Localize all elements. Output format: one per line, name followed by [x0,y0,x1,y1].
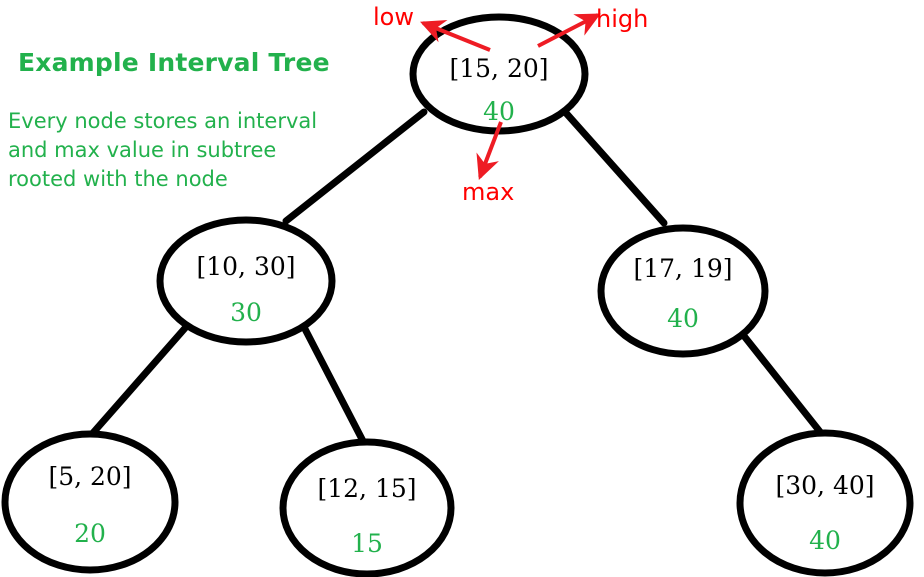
caption-line-1: Every node stores an interval [8,109,318,133]
low-label: low [373,3,414,31]
max-arrow [476,121,503,180]
node-left-left-ellipse [1,430,179,574]
node-left-left[interactable]: [5, 20] 20 [1,430,179,574]
diagram-caption: Every node stores an interval and max va… [8,107,353,194]
annotation-low: low [373,3,491,52]
diagram-title: Example Interval Tree [18,48,330,77]
node-left-right-max: 15 [351,529,383,558]
node-left-right-ellipse [279,438,455,577]
node-right-right-ellipse [736,429,914,577]
node-left-right-interval: [12, 15] [317,474,416,503]
high-label: high [596,5,648,33]
edge-root-to-right [562,109,668,227]
node-left-right[interactable]: [12, 15] 15 [279,438,455,577]
node-right[interactable]: [17, 19] 40 [597,224,769,358]
tree-edges [88,108,825,447]
node-root-interval: [15, 20] [449,54,548,83]
node-right-right-max: 40 [809,526,841,555]
caption-line-2: and max value in subtree [8,138,277,162]
edge-left-to-left-right [301,325,368,447]
node-right-right-interval: [30, 40] [775,471,874,500]
annotation-max: max [462,121,514,206]
node-right-right[interactable]: [30, 40] 40 [736,429,914,577]
low-arrow [420,19,491,52]
caption-line-3: rooted with the node [8,167,228,191]
edge-right-to-right-right [740,332,825,437]
node-left-left-max: 20 [74,519,106,548]
edge-left-to-left-left [88,323,190,438]
high-arrow [537,13,601,48]
node-left[interactable]: [10, 30] 30 [156,216,336,346]
node-left-interval: [10, 30] [196,252,295,281]
node-left-left-interval: [5, 20] [48,462,131,491]
edge-root-to-left [282,108,428,225]
node-right-max: 40 [667,304,699,333]
node-left-max: 30 [230,298,262,327]
node-right-interval: [17, 19] [633,254,732,283]
max-label: max [462,178,514,206]
node-left-ellipse [156,216,336,346]
node-root-max: 40 [483,97,515,126]
node-right-ellipse [597,224,769,358]
annotation-high: high [537,5,648,48]
